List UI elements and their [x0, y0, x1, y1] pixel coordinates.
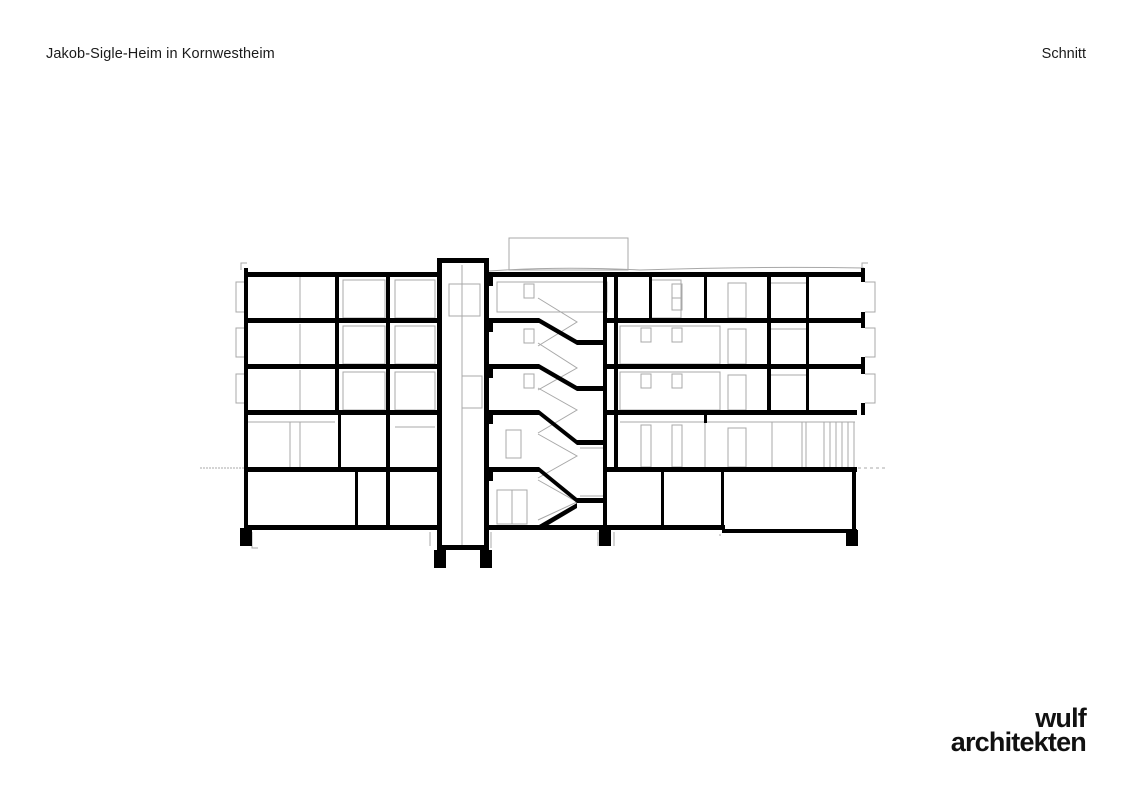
- view-lines: [200, 237, 885, 549]
- project-title: Jakob-Sigle-Heim in Kornwestheim: [46, 46, 275, 62]
- logo-line-1: wulf: [1035, 703, 1087, 733]
- drawing-type-label: Schnitt: [1041, 46, 1086, 62]
- architect-logo: wulf architekten: [950, 703, 1087, 757]
- logo-line-2: architekten: [950, 727, 1087, 757]
- cut-lines: [240, 258, 865, 568]
